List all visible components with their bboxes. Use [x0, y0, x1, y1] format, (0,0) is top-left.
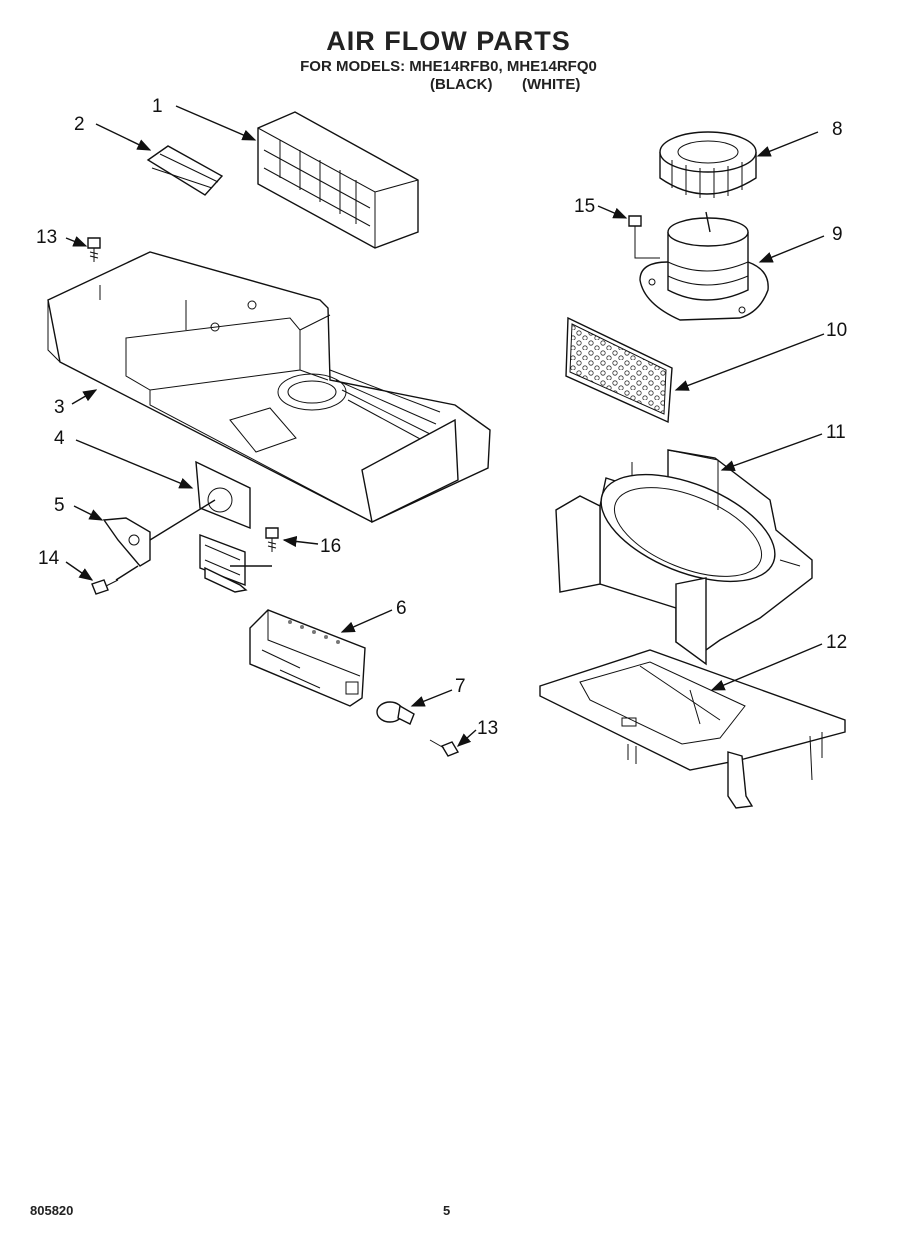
callout-9: 9 — [832, 224, 843, 245]
callout-3: 3 — [54, 397, 65, 418]
part-8-fan-ring — [659, 131, 757, 198]
part-2-strip — [146, 145, 224, 196]
part-7-bulb — [376, 701, 415, 725]
color-white-label: (WHITE) — [522, 76, 581, 93]
part-13-screw-bottom — [429, 739, 460, 757]
callout-5: 5 — [54, 495, 65, 516]
page-number: 5 — [443, 1203, 451, 1218]
callout-10: 10 — [826, 320, 847, 341]
callout-1: 1 — [152, 96, 163, 117]
callout-2: 2 — [74, 114, 85, 135]
part-5-thermal-cutoff — [102, 517, 151, 567]
diagram-title: AIR FLOW PARTS — [326, 26, 571, 56]
callout-6: 6 — [396, 598, 407, 619]
callout-numbers: 1 2 13 3 4 5 14 16 6 7 13 8 15 9 10 11 1… — [36, 96, 847, 739]
part-10-filter — [565, 316, 673, 424]
part-16-screw — [265, 527, 279, 552]
leader-lines — [65, 105, 825, 747]
part-1-vent-grille — [257, 111, 419, 249]
callout-14: 14 — [38, 548, 60, 569]
part-11-blower-housing — [555, 449, 813, 666]
document-number: 805820 — [30, 1203, 74, 1218]
callout-7: 7 — [455, 676, 466, 697]
callout-16: 16 — [320, 536, 341, 557]
part-3-air-duct — [47, 251, 491, 524]
part-9-fan-motor — [634, 217, 769, 321]
callout-8: 8 — [832, 119, 843, 140]
callout-11: 11 — [826, 422, 846, 443]
callout-13-bottom: 13 — [477, 718, 498, 739]
part-4-motor-bracket — [195, 460, 251, 593]
part-15-screw — [628, 215, 642, 240]
callout-4: 4 — [54, 428, 65, 449]
part-12-base-plate — [539, 649, 846, 809]
callout-15: 15 — [574, 196, 595, 217]
part-14-screw — [91, 579, 119, 595]
models-subtitle: FOR MODELS: MHE14RFB0, MHE14RFQ0 — [300, 58, 597, 75]
callout-12: 12 — [826, 632, 847, 653]
part-6-lamp-bracket — [249, 609, 366, 707]
callout-13-top: 13 — [36, 227, 57, 248]
color-black-label: (BLACK) — [430, 76, 493, 93]
part-13-screw-top — [87, 237, 101, 262]
